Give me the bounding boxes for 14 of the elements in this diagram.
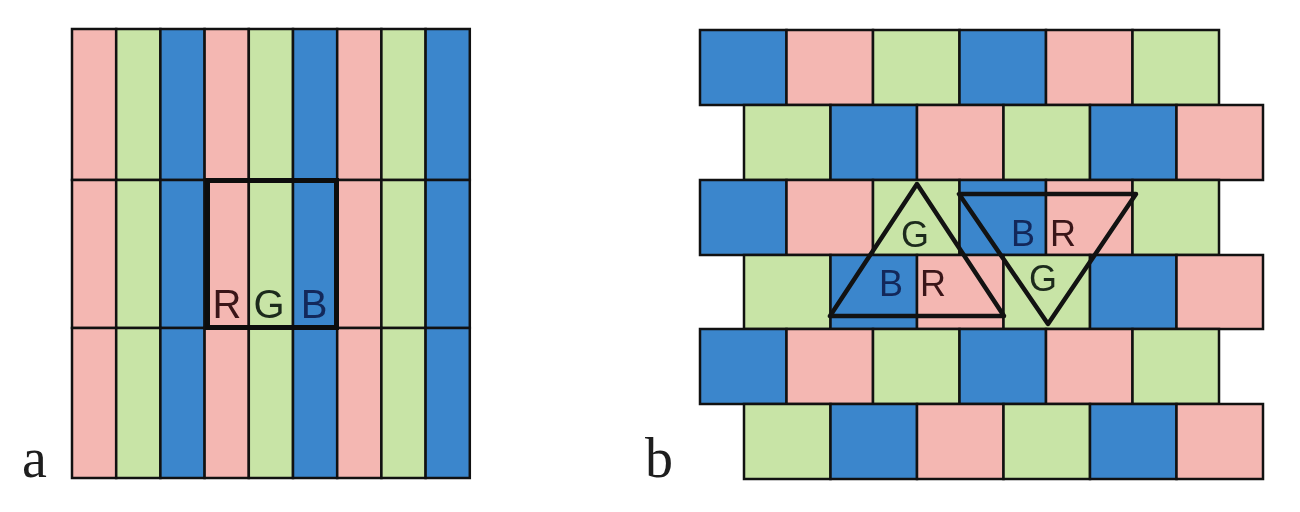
panel-label: a bbox=[22, 439, 47, 479]
subpixel-letter: R bbox=[212, 288, 242, 321]
subpixel-letter: B bbox=[1011, 220, 1035, 249]
subpixel-letter: B bbox=[879, 270, 903, 299]
pixel-triangle bbox=[827, 181, 1007, 319]
subpixel-letter: G bbox=[253, 288, 285, 321]
subpixel-letter: B bbox=[300, 288, 328, 321]
subpixel-letter: R bbox=[920, 270, 946, 299]
subpixel-letter: G bbox=[1029, 265, 1057, 294]
subpixel-letter: R bbox=[1050, 220, 1076, 249]
pixel-triangle bbox=[956, 191, 1139, 327]
panel-label: b bbox=[645, 439, 673, 479]
pixel-frame bbox=[205, 178, 339, 330]
subpixel-letter: G bbox=[901, 221, 929, 250]
